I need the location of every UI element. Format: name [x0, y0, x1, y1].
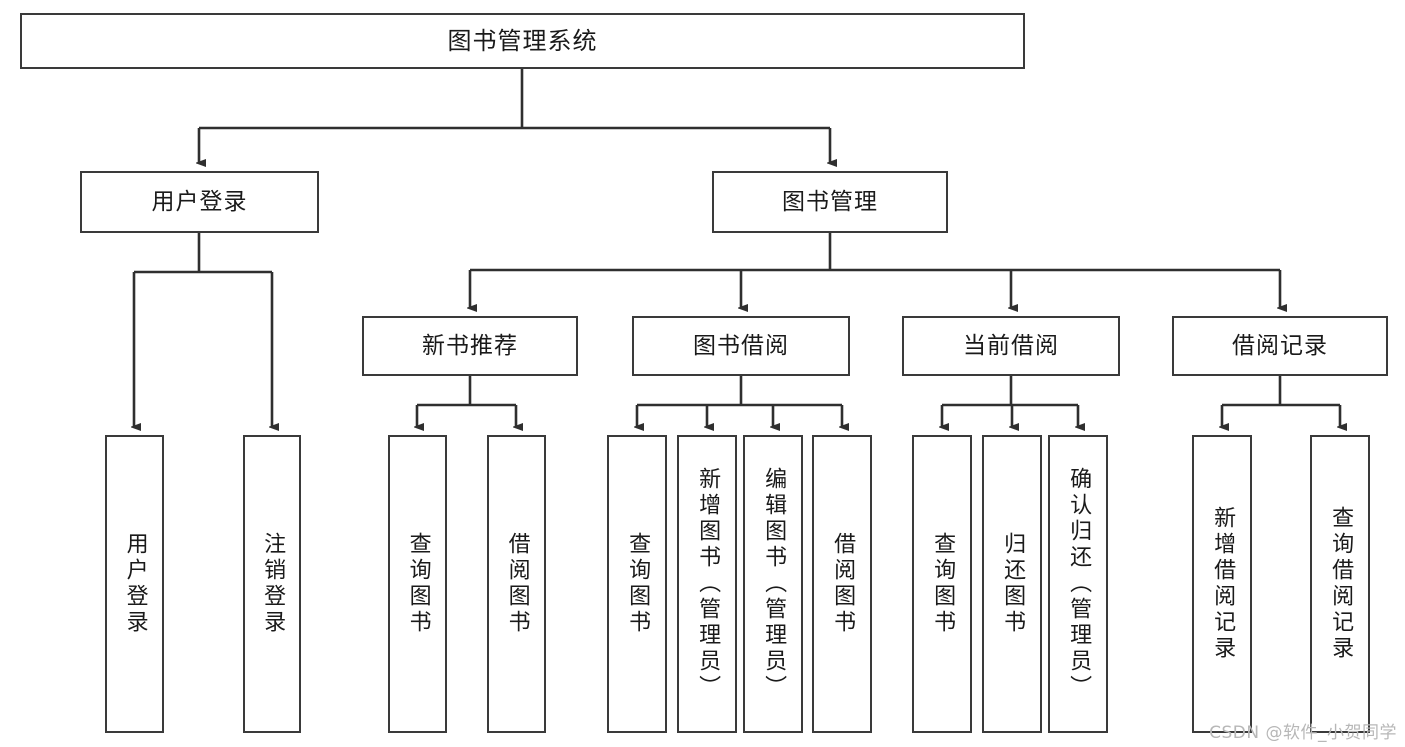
- node-book-manage-label: 图书管理: [782, 188, 878, 215]
- node-leaf-query-book-3-label: 查询图书: [930, 532, 956, 636]
- node-root[interactable]: 图书管理系统: [20, 13, 1025, 69]
- node-leaf-confirm-return[interactable]: 确认归还（管理员）: [1048, 435, 1108, 733]
- node-book-manage[interactable]: 图书管理: [712, 171, 948, 233]
- node-current-borrow[interactable]: 当前借阅: [902, 316, 1120, 376]
- node-leaf-logout-label: 注销登录: [260, 532, 286, 636]
- node-leaf-borrow-book-1-label: 借阅图书: [504, 532, 530, 636]
- node-leaf-borrow-book-1[interactable]: 借阅图书: [487, 435, 546, 733]
- node-leaf-query-book-2[interactable]: 查询图书: [607, 435, 667, 733]
- node-leaf-query-book-3[interactable]: 查询图书: [912, 435, 972, 733]
- node-leaf-edit-book[interactable]: 编辑图书（管理员）: [743, 435, 803, 733]
- node-leaf-confirm-return-label: 确认归还（管理员）: [1066, 467, 1092, 701]
- node-user-login-label: 用户登录: [151, 188, 248, 215]
- node-current-borrow-label: 当前借阅: [963, 332, 1059, 359]
- node-leaf-add-record-label: 新增借阅记录: [1210, 506, 1236, 662]
- node-leaf-borrow-book-2-label: 借阅图书: [830, 532, 856, 636]
- node-borrow-record-label: 借阅记录: [1232, 332, 1328, 359]
- node-leaf-edit-book-label: 编辑图书（管理员）: [761, 467, 787, 701]
- node-leaf-add-book[interactable]: 新增图书（管理员）: [677, 435, 737, 733]
- node-leaf-query-book-1[interactable]: 查询图书: [388, 435, 447, 733]
- node-leaf-user-login-label: 用户登录: [122, 532, 148, 636]
- node-leaf-query-book-1-label: 查询图书: [405, 532, 431, 636]
- node-user-login[interactable]: 用户登录: [80, 171, 319, 233]
- node-leaf-user-login[interactable]: 用户登录: [105, 435, 164, 733]
- watermark-text: CSDN @软件_小贺同学: [1209, 723, 1397, 743]
- node-book-borrow-label: 图书借阅: [693, 332, 789, 359]
- node-leaf-query-record[interactable]: 查询借阅记录: [1310, 435, 1370, 733]
- node-root-label: 图书管理系统: [447, 27, 598, 55]
- node-leaf-add-record[interactable]: 新增借阅记录: [1192, 435, 1252, 733]
- node-new-book-rec[interactable]: 新书推荐: [362, 316, 578, 376]
- node-borrow-record[interactable]: 借阅记录: [1172, 316, 1388, 376]
- node-leaf-add-book-label: 新增图书（管理员）: [695, 467, 721, 701]
- node-new-book-rec-label: 新书推荐: [422, 332, 518, 359]
- node-book-borrow[interactable]: 图书借阅: [632, 316, 850, 376]
- node-leaf-query-record-label: 查询借阅记录: [1328, 506, 1354, 662]
- node-leaf-return-book[interactable]: 归还图书: [982, 435, 1042, 733]
- node-leaf-borrow-book-2[interactable]: 借阅图书: [812, 435, 872, 733]
- node-leaf-return-book-label: 归还图书: [1000, 532, 1026, 636]
- node-leaf-query-book-2-label: 查询图书: [625, 532, 651, 636]
- node-leaf-logout[interactable]: 注销登录: [243, 435, 301, 733]
